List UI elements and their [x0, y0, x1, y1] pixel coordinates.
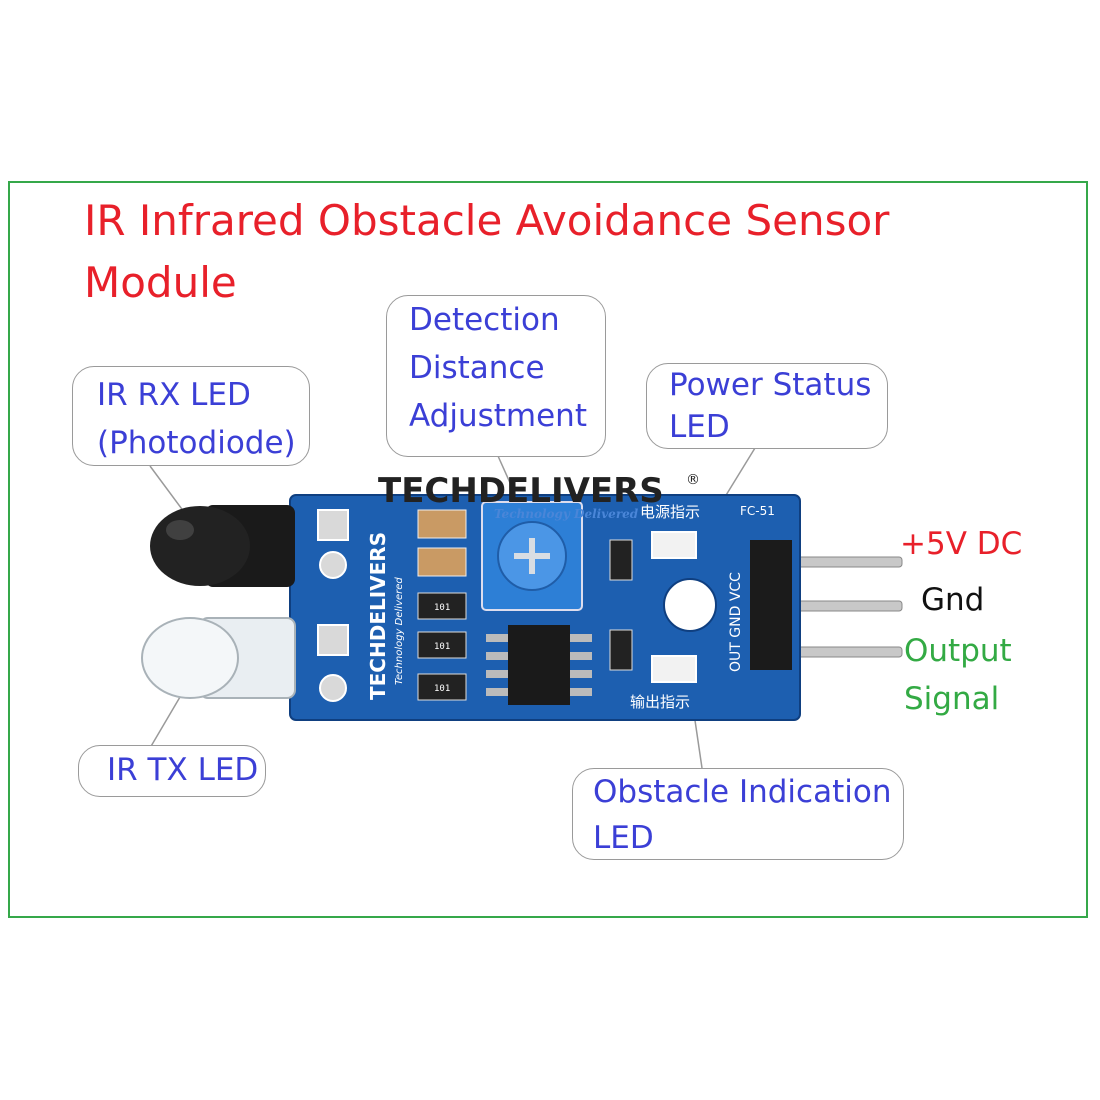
- callout-detection-line-2: Distance: [409, 350, 545, 386]
- brand-tagline: Technology Delivered: [494, 507, 639, 521]
- callout-power-line-1: Power Status: [669, 367, 872, 403]
- obstacle-indication-led: [651, 655, 697, 683]
- resistor-codes: 101 101 101: [434, 603, 450, 694]
- resistor: [609, 539, 633, 581]
- callout-ir-rx-line-2: (Photodiode): [97, 425, 296, 461]
- capacitor: [417, 547, 467, 577]
- capacitor: [417, 509, 467, 539]
- pin-silk: OUT GND VCC: [728, 572, 744, 672]
- tx-led-dome: [141, 617, 239, 699]
- resistor: [417, 673, 467, 701]
- brand-logo: TECHDELIVERS: [378, 471, 664, 511]
- pin-out: [789, 646, 903, 658]
- ic-pin: [570, 634, 592, 642]
- ic-pin: [486, 670, 508, 678]
- resistor: [417, 631, 467, 659]
- resistor: [417, 592, 467, 620]
- pin-gnd: [789, 600, 903, 612]
- title-line-1: IR Infrared Obstacle Avoidance Sensor: [84, 196, 890, 245]
- rx-led-dome: [150, 506, 250, 586]
- mounting-hole: [663, 578, 717, 632]
- pin-label-output-line-1: Output: [904, 633, 1012, 669]
- diagram-title: IR Infrared Obstacle Avoidance Sensor Mo…: [84, 190, 964, 314]
- silk-tagline: Technology Delivered: [394, 577, 405, 685]
- callout-detection-line-3: Adjustment: [409, 398, 587, 434]
- callout-ir-tx-led: IR TX LED: [78, 745, 266, 797]
- resistor-code: 101: [434, 684, 450, 694]
- power-led-silk: 电源指示: [640, 503, 700, 521]
- out-led-silk: 输出指示: [630, 693, 690, 711]
- callout-ir-rx-line-1: IR RX LED: [97, 377, 251, 413]
- callout-power-status-led: Power Status LED: [646, 363, 888, 449]
- pad: [317, 624, 349, 656]
- header-housing: [750, 540, 792, 670]
- model-silk: FC-51: [740, 504, 775, 518]
- callout-obstacle-line-2: LED: [593, 820, 654, 856]
- ic-pin: [570, 670, 592, 678]
- ic-pin: [486, 688, 508, 696]
- pad: [319, 674, 347, 702]
- ir-rx-led: [150, 505, 295, 587]
- pin-label-gnd: Gnd: [921, 582, 985, 618]
- smd-components: [417, 509, 633, 701]
- registered-mark: ®: [686, 472, 700, 488]
- callout-obstacle-line-1: Obstacle Indication: [593, 774, 892, 810]
- callout-ir-rx-led: IR RX LED (Photodiode): [72, 366, 310, 466]
- pin-label-vcc: +5V DC: [900, 526, 1023, 562]
- pin-label-output: Output Signal: [904, 627, 1012, 723]
- silk-brand: TECHDELIVERS: [366, 532, 390, 700]
- potentiometer: [481, 501, 583, 611]
- ir-tx-led: [141, 617, 296, 699]
- callout-ir-tx-line-1: IR TX LED: [107, 752, 259, 788]
- rx-led-highlight: [166, 520, 194, 540]
- title-line-2: Module: [84, 258, 237, 307]
- callout-obstacle-indication-led: Obstacle Indication LED: [572, 768, 904, 860]
- resistor-code: 101: [434, 642, 450, 652]
- pad: [317, 509, 349, 541]
- callout-detection-distance: Detection Distance Adjustment: [386, 295, 606, 457]
- power-status-led: [651, 531, 697, 559]
- pin-label-output-line-2: Signal: [904, 681, 1000, 717]
- led-solder-pads: [317, 509, 349, 702]
- ic-pin: [570, 652, 592, 660]
- callout-detection-line-1: Detection: [409, 302, 560, 338]
- header-pins: [789, 556, 903, 658]
- resistor: [609, 629, 633, 671]
- ic-body: [508, 625, 570, 705]
- pin-vcc: [789, 556, 903, 568]
- comparator-ic: [486, 625, 592, 705]
- diagram-frame: [8, 181, 1088, 918]
- callout-power-line-2: LED: [669, 409, 730, 445]
- ic-pin: [570, 688, 592, 696]
- pad: [319, 551, 347, 579]
- pot-slot: [514, 538, 550, 574]
- resistor-code: 101: [434, 603, 450, 613]
- ic-pin: [486, 652, 508, 660]
- ic-pin: [486, 634, 508, 642]
